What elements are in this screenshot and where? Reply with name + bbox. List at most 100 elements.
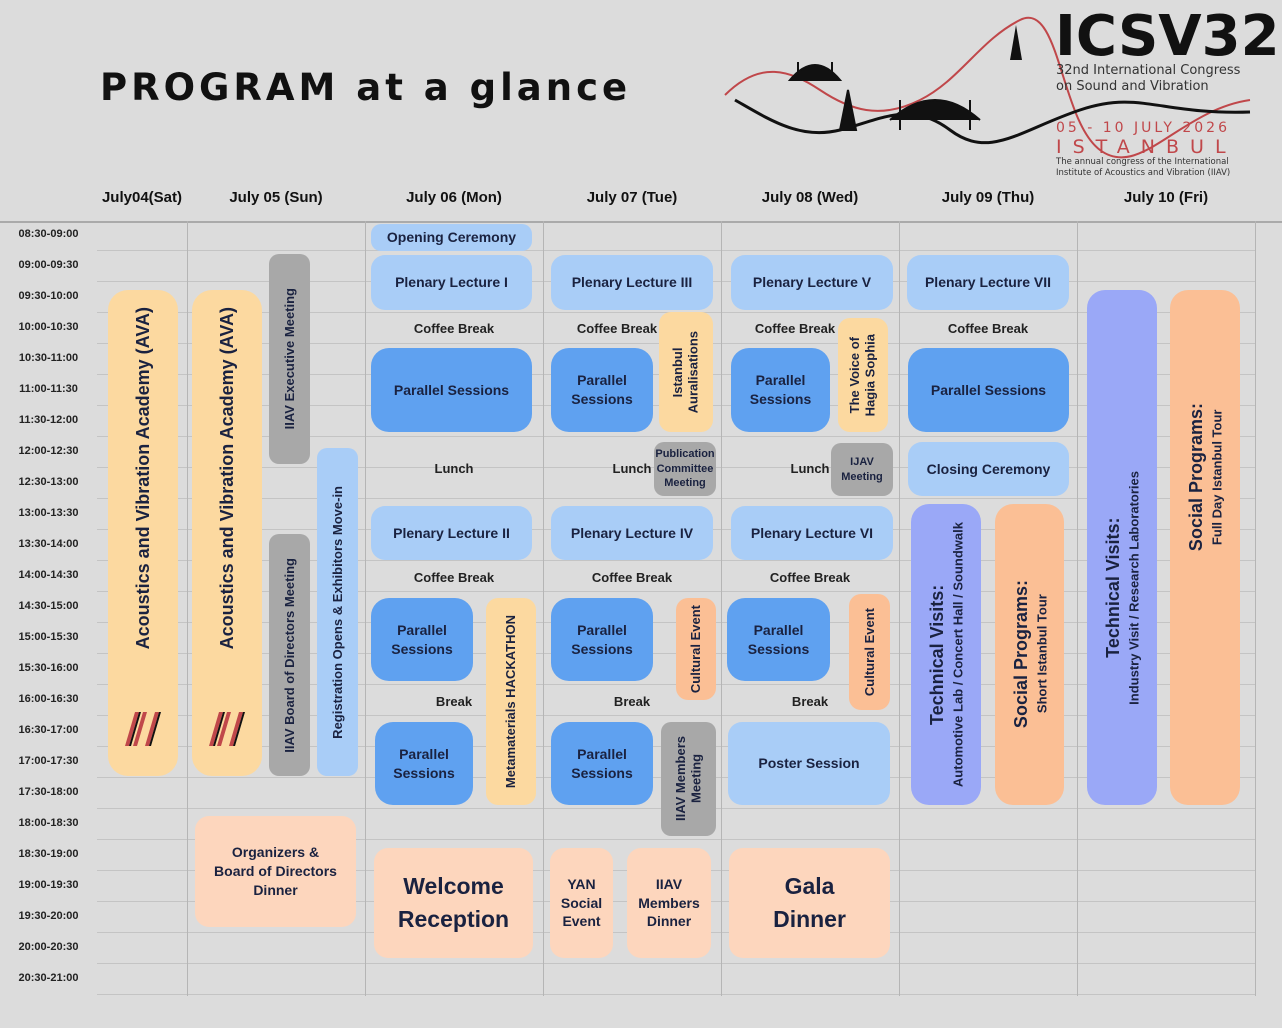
event-opening-ceremony[interactable]: Opening Ceremony [371, 224, 532, 251]
event-poster-session[interactable]: Poster Session [728, 722, 890, 805]
event-label: Acoustics and Vibration Academy (AVA) [216, 306, 237, 650]
time-slot-label: 16:00-16:30 [18, 693, 79, 705]
event-label-group: Social Programs:Short Istanbul Tour [1009, 580, 1051, 728]
coffee-break-label: Coffee Break [947, 321, 1029, 336]
event-plenary-7[interactable]: Plenary Lecture VII [907, 255, 1069, 310]
page-title: PROGRAM at a glance [100, 66, 632, 109]
event-voice-of-hagia-sophia[interactable]: The Voice of Hagia Sophia [838, 318, 888, 432]
time-slot-label: 16:30-17:00 [18, 724, 79, 736]
event-closing-ceremony[interactable]: Closing Ceremony [908, 442, 1069, 496]
event-ijav-meeting[interactable]: IJAV Meeting [831, 443, 893, 496]
time-slot-label: 19:30-20:00 [18, 910, 79, 922]
event-parallel-sessions[interactable]: Parallel Sessions [375, 722, 473, 805]
row-divider [97, 715, 1255, 716]
time-slot-label: 19:00-19:30 [18, 879, 79, 891]
event-publication-committee-meeting[interactable]: Publication Committee Meeting [654, 442, 716, 496]
event-technical-visits-thu[interactable]: Technical Visits:Automotive Lab / Concer… [911, 504, 981, 805]
event-hackathon[interactable]: Metamaterials HACKATHON [486, 598, 536, 805]
event-plenary-4[interactable]: Plenary Lecture IV [551, 506, 713, 560]
event-gala-dinner[interactable]: Gala Dinner [729, 848, 890, 958]
event-label-group: Technical Visits:Automotive Lab / Concer… [925, 522, 967, 787]
event-yan-social-event[interactable]: YAN Social Event [550, 848, 613, 958]
event-social-programs-thu[interactable]: Social Programs:Short Istanbul Tour [995, 504, 1064, 805]
time-slot-label: 10:00-10:30 [18, 321, 79, 333]
row-divider [97, 498, 1255, 499]
day-header-fri: July 10 (Fri) [1123, 189, 1209, 206]
time-slot-label: 11:00-11:30 [19, 383, 78, 395]
event-parallel-sessions[interactable]: Parallel Sessions [551, 348, 653, 432]
event-ava-sun[interactable]: Acoustics and Vibration Academy (AVA) [192, 290, 262, 776]
row-divider [97, 560, 1255, 561]
event-cultural-event[interactable]: Cultural Event [676, 598, 716, 700]
event-label: IIAV Executive Meeting [281, 288, 297, 430]
event-subtitle: Industry Visit / Research Laboratories [1126, 470, 1142, 705]
header-divider [0, 221, 1282, 223]
event-iiav-members-meeting[interactable]: IIAV Members Meeting [661, 722, 716, 836]
event-label: IIAV Board of Directors Meeting [281, 557, 297, 753]
event-plenary-3[interactable]: Plenary Lecture III [551, 255, 713, 310]
event-label: Cultural Event [688, 604, 704, 694]
event-iiav-board-meeting[interactable]: IIAV Board of Directors Meeting [269, 534, 310, 776]
event-welcome-reception[interactable]: Welcome Reception [374, 848, 533, 958]
event-parallel-sessions[interactable]: Parallel Sessions [551, 722, 653, 805]
row-divider [97, 994, 1255, 995]
event-organizers-dinner[interactable]: Organizers & Board of Directors Dinner [195, 816, 356, 927]
day-header-mon: July 06 (Mon) [406, 189, 502, 206]
event-social-programs-fri[interactable]: Social Programs:Full Day Istanbul Tour [1170, 290, 1240, 805]
time-slot-label: 11:30-12:00 [18, 414, 79, 426]
coffee-break-label: Coffee Break [576, 321, 658, 336]
time-slot-label: 20:00-20:30 [18, 941, 79, 953]
event-parallel-sessions[interactable]: Parallel Sessions [371, 598, 473, 681]
event-plenary-5[interactable]: Plenary Lecture V [731, 255, 893, 310]
event-iiav-members-dinner[interactable]: IIAV Members Dinner [627, 848, 711, 958]
day-header-sun: July 05 (Sun) [229, 189, 323, 206]
break-label: Break [435, 694, 473, 709]
event-ava-sat[interactable]: Acoustics and Vibration Academy (AVA) [108, 290, 178, 776]
column-divider [365, 221, 366, 996]
time-slot-label: 15:30-16:00 [18, 662, 79, 674]
event-registration[interactable]: Registration Opens & Exhibitors Move-in [317, 448, 358, 776]
row-divider [97, 436, 1255, 437]
time-slot-label: 18:00-18:30 [18, 817, 79, 829]
event-istanbul-auralisations[interactable]: Istanbul Auralisations [659, 312, 713, 432]
event-parallel-sessions[interactable]: Parallel Sessions [731, 348, 830, 432]
day-header-sat: July04(Sat) [101, 189, 183, 206]
logo-tag2: Institute of Acoustics and Vibration (II… [1056, 168, 1230, 178]
time-slot-label: 13:00-13:30 [18, 507, 79, 519]
logo-name: ICSV32 [1055, 4, 1280, 69]
time-slot-label: 12:00-12:30 [18, 445, 79, 457]
lunch-label: Lunch [612, 461, 652, 476]
column-divider [1255, 221, 1256, 996]
event-parallel-sessions[interactable]: Parallel Sessions [551, 598, 653, 681]
row-divider [97, 963, 1255, 964]
event-subtitle: Automotive Lab / Concert Hall / Soundwal… [950, 521, 966, 788]
row-divider [97, 591, 1255, 592]
event-plenary-6[interactable]: Plenary Lecture VI [731, 506, 893, 560]
event-label: Cultural Event [861, 607, 877, 697]
lunch-label: Lunch [434, 461, 474, 476]
event-parallel-sessions[interactable]: Parallel Sessions [727, 598, 830, 681]
column-divider [899, 221, 900, 996]
event-plenary-1[interactable]: Plenary Lecture I [371, 255, 532, 310]
event-subtitle: Full Day Istanbul Tour [1209, 409, 1225, 546]
event-iiav-executive-meeting[interactable]: IIAV Executive Meeting [269, 254, 310, 464]
event-plenary-2[interactable]: Plenary Lecture II [371, 506, 532, 560]
logo-dates: 05 - 10 JULY 2026 [1056, 120, 1230, 136]
event-parallel-sessions[interactable]: Parallel Sessions [371, 348, 532, 432]
coffee-break-label: Coffee Break [754, 321, 836, 336]
day-header-thu: July 09 (Thu) [941, 189, 1035, 206]
time-slot-label: 14:30-15:00 [18, 600, 79, 612]
coffee-break-label: Coffee Break [769, 570, 851, 585]
day-header-wed: July 08 (Wed) [761, 189, 859, 206]
time-slot-label: 15:00-15:30 [18, 631, 79, 643]
event-cultural-event[interactable]: Cultural Event [849, 594, 890, 710]
event-label: Metamaterials HACKATHON [503, 614, 519, 789]
time-slot-label: 08:30-09:00 [18, 228, 79, 240]
event-title: Technical Visits: [1103, 517, 1124, 658]
event-parallel-sessions[interactable]: Parallel Sessions [908, 348, 1069, 432]
event-subtitle: Short Istanbul Tour [1033, 595, 1049, 714]
event-technical-visits-fri[interactable]: Technical Visits:Industry Visit / Resear… [1087, 290, 1157, 805]
column-divider [187, 221, 188, 996]
logo-city: ISTANBUL [1056, 136, 1237, 158]
logo-line1: 32nd International Congress [1056, 63, 1241, 78]
